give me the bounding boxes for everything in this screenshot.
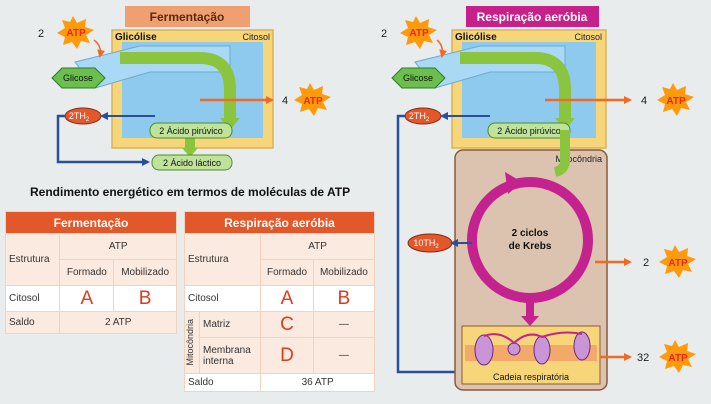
resp-mobilizado: Mobilizado [312,259,376,286]
table-respiracao: Respiração aeróbia Estrutura ATP Formado… [183,211,376,392]
ferm-saldo-val: 2 ATP [59,311,177,334]
green-arrowhead-left [220,118,240,130]
resp-membrana-2: interna [203,355,234,367]
resp-atp: ATP [260,233,375,260]
ferm-mobilizado: Mobilizado [113,259,177,286]
atp-in-arrow-right [436,39,448,58]
lactico-label-left: 2 Ácido láctico [163,158,221,168]
krebs-label-2: de Krebs [509,241,552,252]
ferm-citosol: Citosol [4,285,61,312]
glicose-hex-right [391,67,446,89]
piruvico-box-left [149,122,233,139]
atp-in-label-right: ATP [409,28,429,39]
glicolise-label-right: Glicólise [455,32,497,43]
resp-matriz: Matriz [198,311,262,338]
resp-saldo-val: 36 ATP [260,373,375,392]
respiracao-title: Respiração aeróbia [477,10,588,24]
mitocondria-label: Mitocôndria [555,154,602,164]
glicose-label-right: Glicose [403,73,433,83]
glicose-label-left: Glicose [63,73,93,83]
th10-label: 10TH2 [413,238,439,250]
rendimento-title: Rendimento energético em termos de moléc… [30,185,350,199]
atp-out-label-left: ATP [303,96,323,107]
green-pathway-right [460,52,571,120]
atp-in-count-left: 2 [38,28,44,40]
green-into-krebs [553,130,570,177]
table-fermentacao: Fermentação Estrutura ATP Formado Mobili… [4,211,177,334]
krebs-atp-star [659,245,696,278]
respiracao-title-bg [466,6,599,27]
table-respiracao-header: Respiração aeróbia [184,211,375,234]
lactico-box-left [151,154,233,171]
krebs-to-cadeia-head [521,316,539,326]
atp-star-out-left [294,83,331,116]
piruvico-label-left: 2 Ácido pirúvico [159,126,223,136]
fermentacao-title-bg [125,6,250,27]
resp-mitocondria-cell: Mitocôndria [184,311,200,374]
cadeia-label: Cadeia respiratória [493,372,569,382]
krebs-atp-label: ATP [668,258,688,269]
atp-star-out-right [657,83,694,116]
citosol-label-right: Citosol [574,32,602,42]
citosol-label-left: Citosol [242,32,270,42]
cadeia-atp-label: ATP [668,353,688,364]
atp-out-count-right: 4 [641,95,647,107]
th2-label-left: 2TH2 [69,111,90,123]
atp-in-count-right: 2 [381,28,387,40]
ferm-estrutura: Estrutura [4,233,61,286]
ferm-saldo: Saldo [4,311,61,334]
complex-4 [573,331,591,361]
cadeia-atp-count: 32 [637,352,649,364]
green-pathway-left [120,52,236,120]
resp-mitocondria: Mitocôndria [185,319,195,366]
resp-membrana-1: Membrana [203,344,251,356]
ferm-val-b: B [113,285,177,312]
resp-val-c: C [260,311,314,338]
krebs-arrowhead [505,172,522,194]
th2-line-down-right [396,114,464,376]
atp-out-count-left: 4 [282,95,288,107]
atp-in-label-left: ATP [66,28,86,39]
glicolise-label-left: Glicólise [115,32,157,43]
resp-val-b: B [312,285,376,312]
green-arrowhead-down-left [182,148,198,157]
resp-citosol: Citosol [183,285,262,312]
complex-3 [533,335,551,365]
cadeia-atp-star [659,340,696,373]
th2-arrow-out-left [56,114,150,166]
atp-star-in-right [400,16,437,49]
piruvico-label-right: 2 Ácido pirúvico [497,126,561,136]
glicose-hex-left [51,67,106,89]
complex-1 [474,334,494,366]
electron-path [483,331,583,345]
resp-formado: Formado [260,259,314,286]
complex-2 [507,342,521,356]
resp-dash2: — [312,337,376,374]
ferm-formado: Formado [59,259,115,286]
resp-val-a: A [260,285,314,312]
atp-in-arrow-left [93,39,106,58]
atp-out-label-right: ATP [666,96,686,107]
krebs-label-1: 2 ciclos [512,228,549,239]
ferm-val-a: A [59,285,115,312]
resp-estrutura: Estrutura [183,233,262,286]
resp-saldo: Saldo [183,373,262,392]
krebs-atp-count: 2 [643,257,649,269]
membrane-band [465,345,597,361]
atp-star-in-left [57,16,94,49]
ferm-atp: ATP [59,233,177,260]
fermentacao-title: Fermentação [150,10,225,24]
resp-val-d: D [260,337,314,374]
th2-label-right: 2TH2 [409,111,430,123]
resp-dash1: — [312,311,376,338]
table-fermentacao-header: Fermentação [5,211,177,234]
